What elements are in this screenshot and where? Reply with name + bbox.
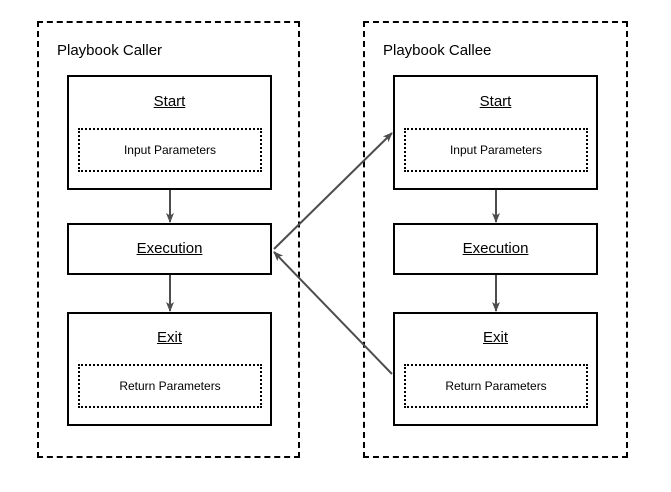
node-callee-exit-params-label: Return Parameters bbox=[445, 379, 547, 393]
node-callee-execution-title: Execution bbox=[462, 240, 529, 257]
node-caller-execution[interactable] bbox=[67, 223, 272, 275]
node-callee-execution[interactable] bbox=[393, 223, 598, 275]
node-caller-exit-title: Exit bbox=[156, 329, 182, 346]
node-caller-execution-title: Execution bbox=[136, 240, 203, 257]
node-caller-exit-params-label: Return Parameters bbox=[119, 379, 221, 393]
swimlane-caller-title: Playbook Caller bbox=[57, 42, 163, 59]
node-callee-start-title: Start bbox=[479, 93, 512, 110]
node-caller-start-params: Input Parameters bbox=[78, 128, 262, 172]
node-caller-start-title: Start bbox=[153, 93, 186, 110]
node-caller-start-params-label: Input Parameters bbox=[123, 143, 217, 157]
node-callee-exit-params: Return Parameters bbox=[404, 364, 588, 408]
node-callee-start-params: Input Parameters bbox=[404, 128, 588, 172]
node-callee-start-params-label: Input Parameters bbox=[449, 143, 543, 157]
node-caller-exit-params: Return Parameters bbox=[78, 364, 262, 408]
node-callee-exit-title: Exit bbox=[482, 329, 508, 346]
swimlane-callee-title: Playbook Callee bbox=[383, 42, 492, 59]
